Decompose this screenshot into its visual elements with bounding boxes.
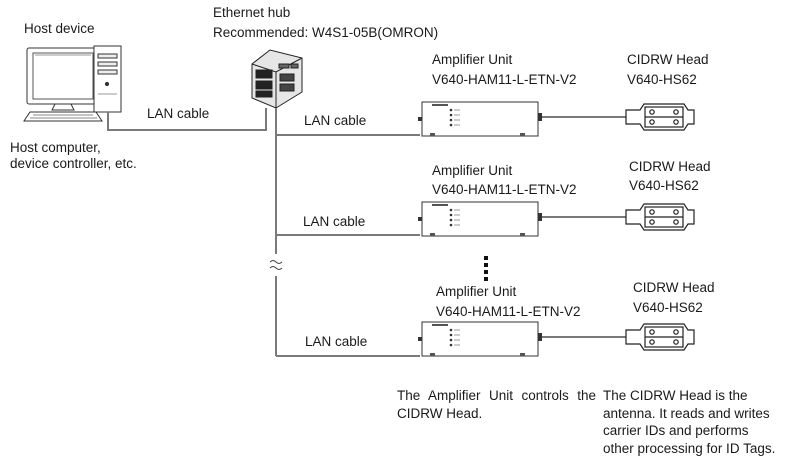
lan-cable-label-2: LAN cable xyxy=(303,214,366,229)
amplifier-note: The Amplifier Unit controls the CIDRW He… xyxy=(397,388,596,421)
amplifier-unit-icon-3 xyxy=(418,321,542,357)
host-description-line2: device controller, etc. xyxy=(10,156,137,171)
hub-title: Ethernet hub xyxy=(213,5,291,20)
head-model-3: V640-HS62 xyxy=(633,300,703,315)
host-computer-icon xyxy=(23,45,122,122)
lan-cable-label-3: LAN cable xyxy=(305,334,368,349)
head-model-2: V640-HS62 xyxy=(629,178,699,193)
head-title-3: CIDRW Head xyxy=(633,280,715,295)
amplifier-title-2: Amplifier Unit xyxy=(432,163,513,178)
cidrw-head-icon-2 xyxy=(625,203,695,231)
head-title-1: CIDRW Head xyxy=(627,52,709,67)
cidrw-head-icon-1 xyxy=(625,103,695,131)
lan-cable-label-host: LAN cable xyxy=(147,106,210,121)
amplifier-unit-icon-2 xyxy=(418,201,542,237)
amplifier-model-1: V640-HAM11-L-ETN-V2 xyxy=(432,72,577,87)
amplifier-unit-icon-1 xyxy=(418,101,542,137)
host-description-line1: Host computer, xyxy=(10,140,101,155)
amplifier-title-3: Amplifier Unit xyxy=(436,284,517,299)
head-note: The CIDRW Head is the antenna. It reads … xyxy=(603,388,776,456)
lan-cables xyxy=(107,108,626,357)
head-model-1: V640-HS62 xyxy=(627,72,697,87)
cidrw-head-icon-3 xyxy=(625,323,695,351)
amplifier-model-3: V640-HAM11-L-ETN-V2 xyxy=(436,304,581,319)
hub-recommended: Recommended: W4S1-05B(OMRON) xyxy=(213,25,439,40)
head-title-2: CIDRW Head xyxy=(629,159,711,174)
lan-cable-label-1: LAN cable xyxy=(304,113,367,128)
amplifier-title-1: Amplifier Unit xyxy=(432,52,513,67)
ethernet-hub-icon xyxy=(251,49,303,109)
cable-break-icon xyxy=(269,260,283,270)
amplifier-model-2: V640-HAM11-L-ETN-V2 xyxy=(432,182,577,197)
host-device-title: Host device xyxy=(24,21,95,36)
more-units-dots-icon xyxy=(484,256,488,281)
